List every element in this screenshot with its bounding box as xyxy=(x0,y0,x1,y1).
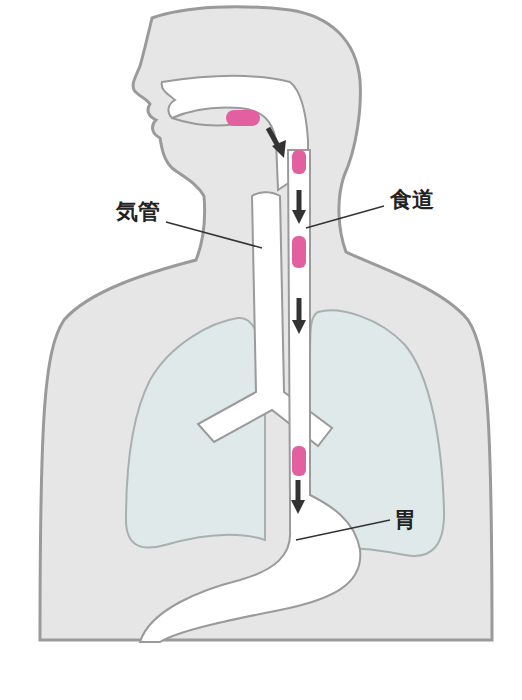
left-lung xyxy=(126,318,265,548)
part-label: 胃 xyxy=(394,508,416,532)
trachea xyxy=(198,192,332,446)
stomach xyxy=(140,495,360,642)
body-silhouette xyxy=(40,7,492,640)
flow-arrow xyxy=(268,128,306,514)
part-label: 気管 xyxy=(116,200,160,224)
food-bolus xyxy=(226,110,306,476)
oral-cavity xyxy=(162,76,308,190)
part-label: 食道 xyxy=(390,188,434,212)
esophagus xyxy=(288,150,310,500)
leader-line xyxy=(166,206,390,540)
